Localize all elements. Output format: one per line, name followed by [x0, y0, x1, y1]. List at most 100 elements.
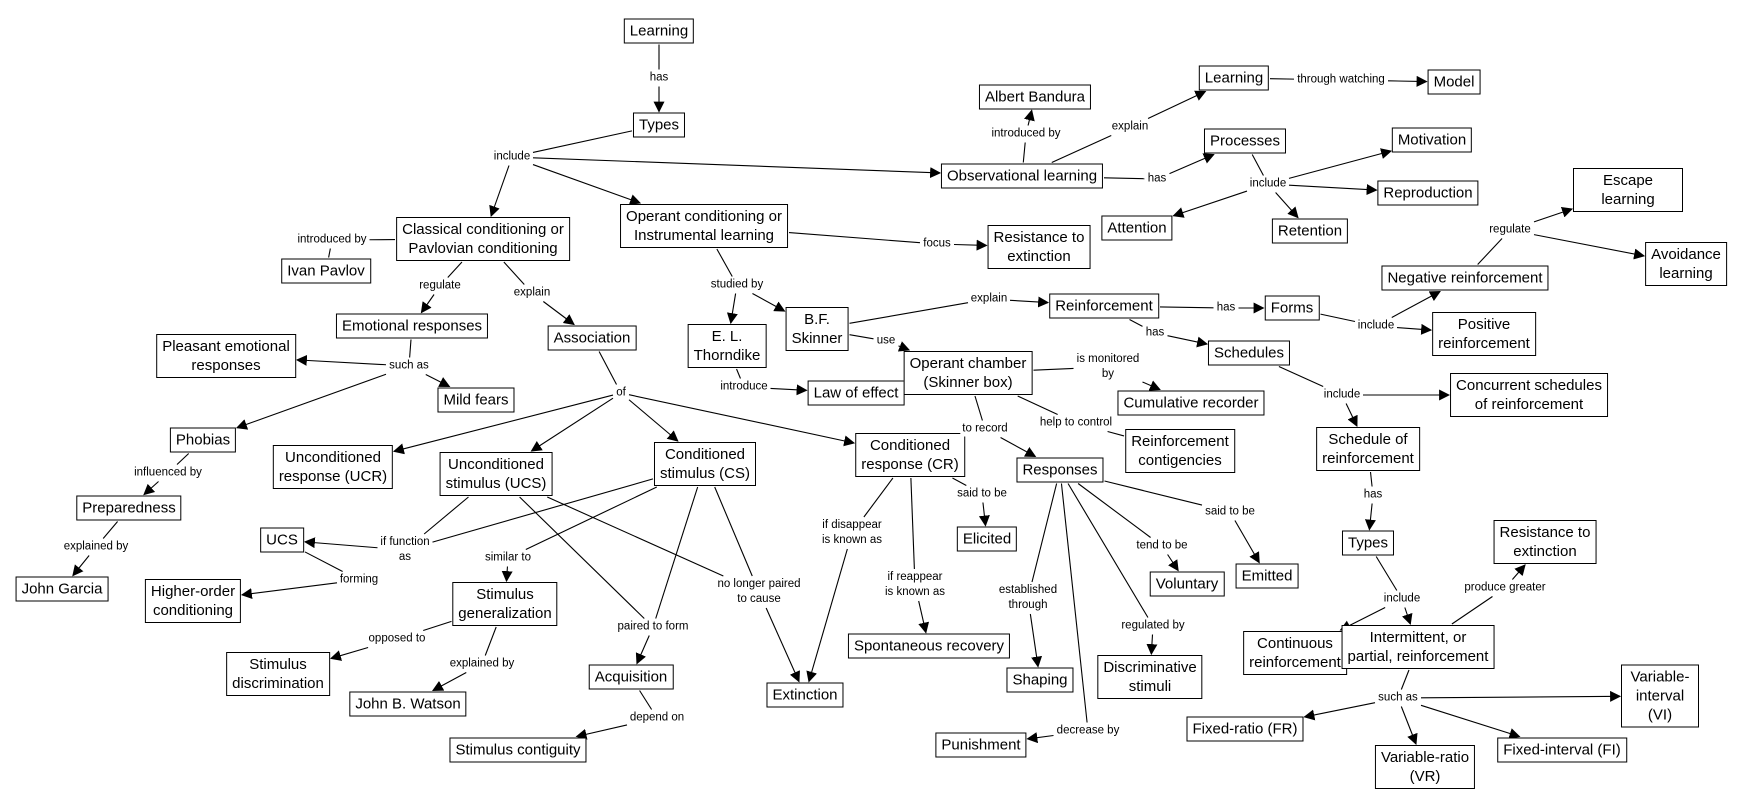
concept-node-skinner: B.F. Skinner — [785, 307, 849, 351]
link-label-iffunction: if function as — [378, 535, 432, 565]
connector-processes-to-include2 — [1251, 154, 1264, 176]
connector-has4-to-schedules — [1167, 335, 1209, 348]
connector-association-to-of — [598, 351, 618, 385]
connector-operant-to-focus — [788, 232, 921, 244]
connector-studiedby-to-thorndike — [726, 293, 738, 325]
concept-node-model: Model — [1427, 69, 1481, 95]
connector-regulate2-to-escape — [1533, 206, 1574, 223]
connector-observational-to-has2 — [1103, 177, 1145, 180]
concept-node-chamber: Operant chamber (Skinner box) — [903, 351, 1033, 395]
concept-node-motivation: Motivation — [1391, 127, 1473, 153]
concept-node-reinfcont: Reinforcement contigencies — [1125, 429, 1235, 473]
connector-intermittent-to-suchas2 — [1400, 669, 1410, 690]
connector-include2-to-reproduction — [1288, 184, 1378, 196]
link-label-ismonitored: is monitored by — [1074, 352, 1142, 382]
concept-node-learning: Learning — [623, 18, 695, 44]
connector-of-to-cs — [628, 399, 679, 442]
concept-node-preparedness: Preparedness — [76, 495, 182, 521]
concept-node-emitted: Emitted — [1235, 563, 1299, 589]
concept-node-shaping: Shaping — [1006, 667, 1074, 693]
link-label-explain3: explain — [968, 291, 1010, 307]
connector-phobias-to-influencedby — [176, 453, 190, 465]
connector-include3-to-negreinf — [1391, 290, 1441, 318]
connector-chamber-to-torecord — [974, 395, 983, 421]
connector-forming-to-higherorder — [240, 582, 338, 600]
connector-include1-to-observational — [532, 157, 942, 179]
link-label-influencedby: influenced by — [132, 465, 204, 481]
connector-ucs-to-forming — [304, 551, 343, 572]
concept-node-operant: Operant conditioning or Instrumental lea… — [620, 204, 788, 248]
connector-suchas1-to-mildfears — [425, 374, 451, 387]
concept-node-stimdisc: Stimulus discrimination — [226, 652, 330, 696]
concept-node-phobias: Phobias — [169, 427, 237, 453]
concept-node-stimgen: Stimulus generalization — [452, 582, 558, 626]
connector-regulate1-to-emotional — [420, 294, 435, 314]
concept-node-ucs: UCS — [260, 527, 304, 553]
connector-of-to-cr — [628, 394, 856, 447]
link-label-opposedto: opposed to — [366, 631, 428, 647]
connector-include3-to-posreinf — [1396, 323, 1433, 335]
link-label-forming: forming — [337, 572, 381, 588]
concept-node-garcia: John Garcia — [15, 576, 109, 602]
link-label-established: established through — [996, 583, 1060, 613]
link-label-use: use — [874, 333, 898, 349]
connector-has2-to-processes — [1169, 153, 1215, 175]
link-label-similarto: similar to — [482, 550, 534, 566]
connector-types-to-include1 — [532, 130, 633, 153]
concept-node-thorndike: E. L. Thorndike — [687, 324, 767, 368]
concept-node-fixedint: Fixed-interval (FI) — [1497, 737, 1627, 763]
link-label-decreaseby: decrease by — [1054, 723, 1122, 739]
concept-node-cs: Conditioned stimulus (CS) — [653, 442, 757, 486]
concept-node-classical: Classical conditioning or Pavlovian cond… — [396, 217, 570, 261]
connector-regulate2-to-avoidance — [1533, 234, 1646, 260]
connector-ucsfull-to-iffunction — [423, 496, 469, 535]
connector-cs-to-pairedtoform — [655, 486, 699, 619]
link-label-dependon: depend on — [627, 710, 687, 726]
connector-include2-to-retention — [1275, 192, 1299, 219]
concept-node-attention: Attention — [1101, 215, 1173, 241]
concept-node-varint: Variable-interval (VI) — [1621, 664, 1699, 728]
connector-regulatedby-to-discstim — [1146, 634, 1158, 656]
concept-node-association: Association — [547, 325, 637, 351]
connector-responses-to-tendtobe — [1077, 483, 1151, 538]
concept-node-emotional: Emotional responses — [335, 313, 489, 339]
connector-decreaseby-to-punishment — [1026, 732, 1054, 744]
connector-has5-to-types2 — [1364, 503, 1376, 531]
connector-operant-to-studiedby — [716, 248, 733, 277]
concept-node-schedreinf: Schedule of reinforcement — [1316, 427, 1420, 471]
connector-cr-to-ifreappear — [910, 477, 915, 570]
concept-node-varratio: Variable-ratio (VR) — [1374, 745, 1476, 789]
link-label-focus: focus — [921, 236, 953, 252]
concept-node-cumrec: Cumulative recorder — [1117, 390, 1265, 416]
link-label-saidtobe2: said to be — [1203, 504, 1257, 520]
link-label-has3: has — [1214, 300, 1238, 316]
connector-of-to-ucsfull — [530, 397, 614, 452]
link-label-include1: include — [491, 149, 533, 165]
link-label-explainedby1: explained by — [61, 539, 131, 555]
link-label-throughwatching: through watching — [1295, 72, 1387, 88]
connector-stimgen-to-opposedto — [423, 620, 452, 632]
connector-classical-to-regulate1 — [447, 261, 463, 278]
connector-suchas1-to-phobias — [235, 373, 387, 430]
concept-node-pavlov: Ivan Pavlov — [281, 258, 371, 284]
connector-acquisition-to-dependon — [639, 690, 653, 710]
concept-node-types2: Types — [1341, 530, 1395, 556]
link-label-introduce: introduce — [718, 379, 770, 395]
connector-ucsfull-to-pairedtoform — [519, 496, 645, 619]
connector-reinforcement-to-has4 — [1129, 319, 1143, 327]
connector-responses-to-saidtobe2 — [1104, 480, 1203, 506]
connector-cs-to-iffunction — [432, 478, 654, 543]
connector-observational-to-explain1 — [1051, 134, 1112, 164]
link-label-saidtobe1: said to be — [955, 486, 1009, 502]
connector-explain2-to-association — [543, 301, 575, 326]
connector-nolonger-to-extinction — [765, 607, 800, 683]
connector-ifreappear-to-spontaneous — [918, 600, 930, 634]
connector-emotional-to-suchas1 — [409, 339, 412, 358]
connector-producegreater-to-resext2 — [1511, 564, 1526, 580]
connector-chamber-to-helptocontrol — [1017, 395, 1058, 415]
connector-chamber-to-ismonitored — [1033, 367, 1074, 371]
concept-node-acquisition: Acquisition — [588, 664, 674, 690]
connector-classical-to-explain2 — [503, 261, 525, 285]
link-label-ifreappear: if reappear is known as — [882, 570, 948, 600]
concept-node-learning2: Learning — [1198, 65, 1270, 91]
